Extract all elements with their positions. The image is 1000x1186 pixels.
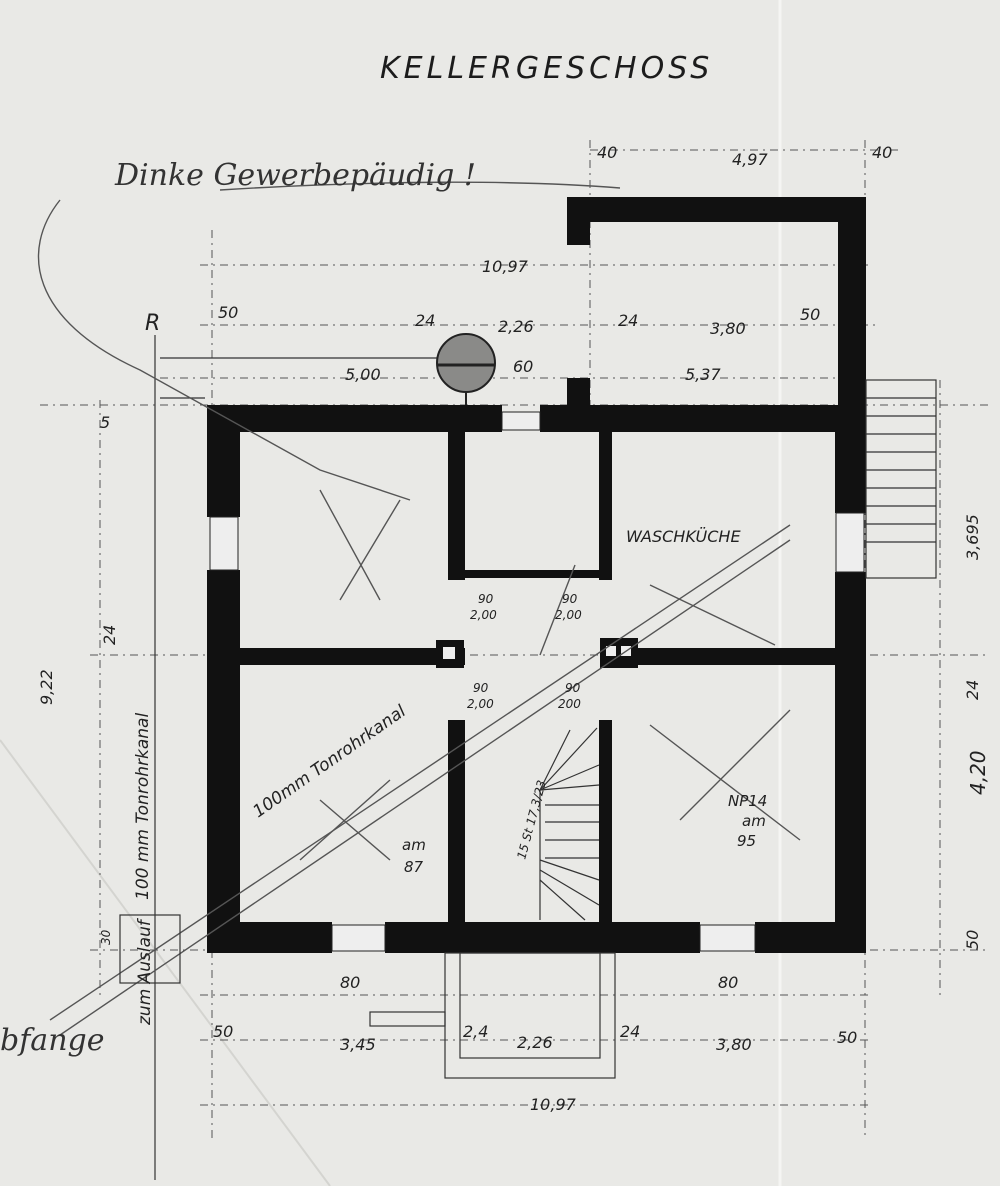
pencil-marks [37,181,801,1036]
dimension-label: 3,695 [963,514,982,560]
dimension-label: 2,26 [498,317,534,336]
dimension-label: 5 [100,413,110,432]
spiral-staircase [539,727,600,921]
outer-walls [207,405,866,953]
manhole-symbol [436,333,496,405]
dimension-label: 30 [99,929,113,945]
dimension-label: 24 [415,311,435,330]
dimension-label: 50 [837,1028,857,1047]
dimension-label: 3,80 [710,319,746,338]
room-number: 87 [404,858,424,876]
room-np-label: NP14 [728,792,767,810]
door-width: 90 [562,592,578,606]
dimension-label: 50 [218,303,238,322]
door-width: 90 [473,681,489,695]
plan-title: KELLERGESCHOSS [380,51,713,86]
reference-marker: R [145,311,160,336]
door-width: 90 [478,592,494,606]
door-height: 2,00 [467,697,494,711]
room-label-laundry: WASCHKÜCHE [626,527,741,546]
dimension-label: 50 [800,305,820,324]
dimension-label: 9,22 [37,669,56,705]
stairs-label: 15 St 17,3/23 [514,779,549,861]
dimension-label: 80 [718,973,738,992]
dimension-label: 10,97 [530,1095,577,1114]
dimension-label: 24 [100,625,119,645]
entrance-stair-well [369,952,616,1079]
dimension-label: 5,00 [345,365,381,384]
dimension-label: 2,26 [517,1033,553,1052]
dimension-label: 4,97 [732,150,768,169]
dimension-label: 3,80 [716,1035,752,1054]
door-height: 200 [558,697,581,711]
dimension-label: 10,97 [482,257,529,276]
room-code: am [742,812,766,830]
dimension-label: 50 [963,930,982,950]
dimension-label: 80 [340,973,360,992]
dimension-label: 24 [620,1022,640,1041]
dimension-label: 50 [213,1022,233,1041]
pipe-label-diagonal: 100mm Tonrohrkanal [249,701,410,822]
dimension-label: 4,20 [966,750,990,795]
pipe-label-vertical: 100 mm Tonrohrkanal [133,713,153,900]
room-number: 95 [737,832,756,850]
windows [209,411,865,952]
room-code: am [402,836,426,854]
dimension-label: 2,4 [463,1022,488,1041]
dimension-label: 24 [963,680,982,700]
door-width: 90 [565,681,581,695]
dimension-label: 5,37 [685,365,721,384]
handwritten-note: Dinke Gewerbepäudig ! [114,158,476,193]
annex-walls [567,197,866,412]
handwritten-bottom-note: bfange [0,1023,104,1058]
dimension-label: 24 [618,311,638,330]
dimension-label: 60 [513,357,533,376]
dimension-label: 40 [597,143,617,162]
door-height: 2,00 [555,608,582,622]
external-stairs [865,379,937,579]
door-height: 2,00 [470,608,497,622]
dimension-label: 3,45 [340,1035,376,1054]
outlet-label: zum Auslauf [135,917,155,1026]
inner-walls [240,432,835,922]
dimension-label: 40 [872,143,892,162]
reference-axis [154,335,440,1180]
